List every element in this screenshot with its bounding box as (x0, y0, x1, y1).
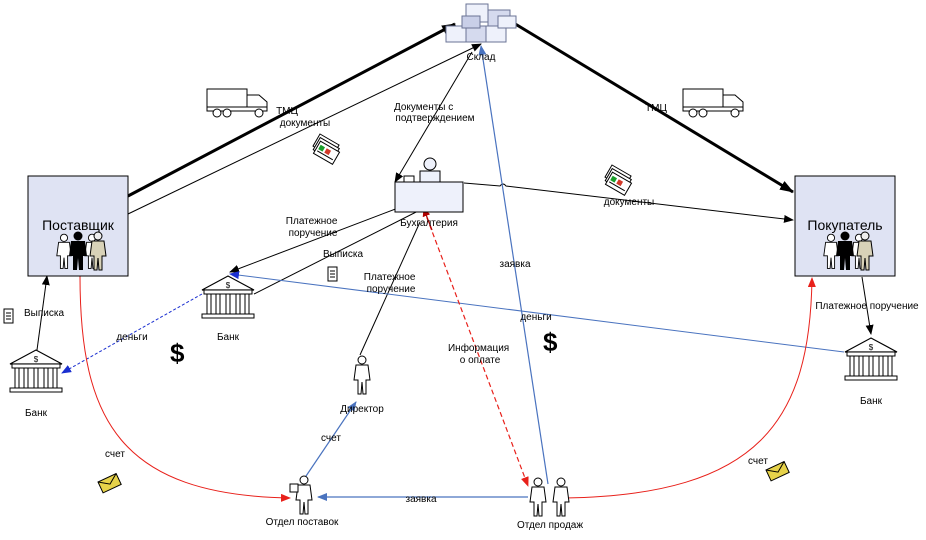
dollar-left-icon: $ (170, 338, 185, 368)
flow-warehouse-docs-to-accounting (394, 51, 473, 183)
warehouse-icon (445, 3, 517, 43)
flow-supply-to-director (301, 401, 357, 483)
payment-order-mid-line2: поручение (289, 228, 338, 239)
payment-info-line1: Информация (448, 342, 509, 354)
envelope-left-icon (97, 473, 122, 494)
envelope-right-icon (765, 461, 790, 482)
docs-confirm-line1: Документы с (394, 102, 453, 113)
flow-supplier-docs-to-warehouse (127, 43, 482, 215)
request-up-label: заявка (499, 259, 530, 270)
bank-right-label: Банк (860, 396, 883, 407)
docs-confirm-line2: подтверждением (395, 113, 474, 124)
flow-bank-mid-statement-to-accounting (253, 204, 431, 295)
payment-order-director-label: Платежное поручение (364, 272, 418, 295)
dollar-right-icon: $ (543, 327, 558, 357)
payment-order-mid-label: Платежное поручение (286, 216, 340, 239)
bank-left-icon (9, 349, 63, 393)
flow-sales-invoice-to-buyer (564, 277, 816, 499)
money-right-label: деньги (520, 312, 551, 323)
statement-left-label: Выписка (24, 308, 64, 319)
flow-supplier-invoice-to-supply (79, 275, 291, 502)
supplier-box (27, 175, 129, 277)
accounting-icon (394, 157, 464, 213)
documents-left-icon (309, 133, 344, 165)
docs-right-label: документы (604, 197, 655, 208)
truck-left-icon (206, 88, 268, 118)
payment-info-label: Информация о оплате (448, 342, 512, 366)
docs-confirm-label: Документы с подтверждением (394, 102, 475, 124)
flow-bank-left-to-supplier (36, 275, 50, 351)
sales-dept-icon (529, 477, 570, 517)
documents-right-icon (601, 164, 636, 196)
truck-right-icon (682, 88, 744, 118)
supply-dept-label: Отдел поставок (266, 517, 339, 528)
supplier-label: Поставщик (42, 217, 115, 233)
money-left-label: деньги (116, 332, 147, 343)
flow-warehouse-to-buyer (511, 20, 794, 194)
bank-mid-label: Банк (217, 332, 240, 343)
accounting-label: Бухгалтерия (400, 218, 458, 229)
tmc-left-label: ТМЦ (276, 106, 298, 117)
buyer-people-icon (824, 232, 873, 271)
payment-order-director-line2: поручение (367, 284, 416, 295)
statement-mid-label: Выписка (323, 249, 363, 260)
bank-mid-icon (201, 275, 255, 319)
sales-dept-label: Отдел продаж (517, 520, 583, 531)
flow-supplier-to-warehouse (127, 22, 456, 198)
flow-payment-info-back-marker (422, 208, 433, 231)
invoice-right-label: счет (748, 456, 768, 467)
buyer-box (794, 175, 896, 277)
statement-scroll-mid-icon (327, 266, 338, 282)
docs-left-label: документы (280, 118, 331, 129)
warehouse-label: Склад (467, 52, 496, 63)
payment-order-director-line1: Платежное (364, 272, 416, 283)
payment-order-right-label: Платежное поручение (815, 301, 919, 312)
flow-money-bank-right-to-bank-mid (229, 271, 845, 353)
payment-info-line2: о оплате (460, 355, 501, 366)
flow-accounting-to-bank-mid (229, 204, 407, 273)
flow-money-bank-mid-to-bank-left (61, 293, 203, 374)
supplier-people-icon (57, 232, 106, 271)
bank-right-icon (844, 337, 898, 381)
bank-left-label: Банк (25, 408, 48, 419)
flow-buyer-to-bank-right (861, 276, 874, 335)
buyer-label: Покупатель (807, 217, 882, 233)
statement-scroll-left-icon (3, 308, 14, 324)
payment-order-mid-line1: Платежное (286, 216, 338, 227)
supply-dept-icon (289, 475, 313, 515)
director-label: Директор (340, 404, 384, 415)
flow-sales-request-to-warehouse (478, 45, 549, 485)
flow-director-to-accounting (359, 221, 421, 356)
tmc-right-label: ТМЦ (645, 103, 667, 114)
request-bottom-label: заявка (405, 494, 436, 505)
invoice-director-label: счет (321, 433, 341, 444)
invoice-left-label: счет (105, 449, 125, 460)
flow-accounting-docs-to-buyer (463, 182, 794, 223)
director-person-icon (353, 355, 371, 395)
flow-payment-info-accounting-sales (423, 209, 529, 487)
